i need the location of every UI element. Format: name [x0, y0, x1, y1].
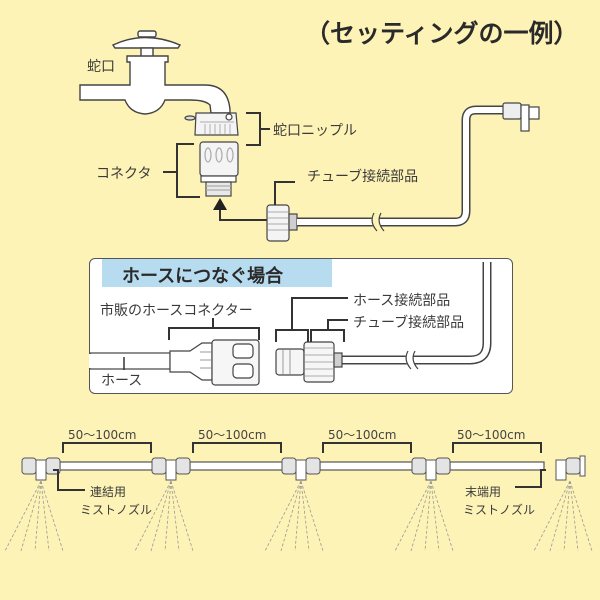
connector-bracket: [163, 143, 200, 198]
connection-arrow: [213, 198, 267, 221]
spacing-label: 50～100cm: [198, 428, 267, 442]
mist-spray-line: [40, 480, 50, 552]
mist-spray-line: [264, 480, 302, 552]
faucet-nipple-label: 蛇口ニップル: [273, 123, 357, 139]
mist-tube-segment: [59, 461, 155, 471]
faucet-nipple: [184, 112, 239, 136]
mist-spray-line: [430, 480, 454, 552]
hose-connection-label: ホース接続部品: [353, 293, 451, 309]
spacing-bracket: [322, 442, 412, 453]
hose-label: ホース: [101, 373, 143, 389]
nipple-bracket: [246, 112, 270, 146]
tube-end-nozzle: [502, 102, 540, 132]
mist-spray-line: [563, 480, 571, 552]
end-nozzle-label-line1: 末端用: [465, 485, 502, 499]
mist-spray-line: [134, 480, 172, 552]
mist-spray-line: [394, 480, 432, 552]
end-mist-nozzle: [555, 455, 586, 481]
spacing-label: 50～100cm: [457, 428, 526, 442]
joint-nozzle-label-line1: 連結用: [90, 485, 127, 499]
joint-mist-nozzle: [411, 457, 451, 481]
mist-spray-line: [170, 480, 194, 552]
mist-tube-segment: [189, 461, 285, 471]
mist-tube-segment: [449, 461, 545, 471]
mist-spray-line: [533, 480, 571, 552]
spacing-label: 50～100cm: [328, 428, 397, 442]
mist-spray-line: [164, 480, 172, 552]
faucet-illustration: [79, 30, 231, 115]
joint-nozzle-label-line2: ミストノズル: [80, 503, 153, 517]
faucet-label: 蛇口: [87, 59, 115, 75]
supply-tube: [297, 105, 505, 234]
mist-spray-line: [4, 480, 42, 552]
tube-part-leader: [274, 181, 295, 205]
mist-line: [4, 442, 593, 552]
commercial-connector-label: 市販のホースコネクター: [100, 303, 253, 319]
joint-nozzle-leader: [53, 469, 85, 491]
mist-spray-line: [569, 480, 579, 552]
mist-spray-line: [300, 480, 310, 552]
mist-spray-line: [569, 480, 593, 552]
connector-label: コネクタ: [96, 166, 152, 182]
spacing-bracket: [62, 442, 152, 453]
mist-spray-line: [294, 480, 302, 552]
spacing-bracket: [452, 442, 542, 453]
hose-box-heading: ホースにつなぐ場合: [122, 266, 284, 287]
tube-connection-part: [266, 204, 298, 242]
mist-spray-line: [424, 480, 432, 552]
box-tube-connection-label: チューブ接続部品: [353, 315, 465, 331]
mist-spray-line: [40, 480, 64, 552]
mist-spray-line: [150, 480, 172, 552]
mist-spray-line: [430, 480, 440, 552]
mist-spray-line: [34, 480, 42, 552]
mist-tube-segment: [319, 461, 415, 471]
mist-spray-line: [170, 480, 180, 552]
mist-spray-line: [20, 480, 42, 552]
end-nozzle-leader: [515, 469, 546, 488]
joint-mist-nozzle: [151, 457, 191, 481]
joint-mist-nozzle: [281, 457, 321, 481]
joint-mist-nozzle: [21, 457, 61, 481]
spacing-label: 50～100cm: [68, 428, 137, 442]
end-nozzle-label-line2: ミストノズル: [463, 503, 536, 517]
spacing-bracket: [192, 442, 282, 453]
connector-part: [199, 141, 239, 197]
hose-box-banner: [102, 259, 332, 287]
tube-connection-label: チューブ接続部品: [307, 169, 419, 185]
mist-spray-line: [300, 480, 324, 552]
mist-spray-line: [280, 480, 302, 552]
mist-spray-line: [410, 480, 432, 552]
mist-spray-line: [549, 480, 571, 552]
page-title: （セッティングの一例）: [305, 19, 579, 48]
